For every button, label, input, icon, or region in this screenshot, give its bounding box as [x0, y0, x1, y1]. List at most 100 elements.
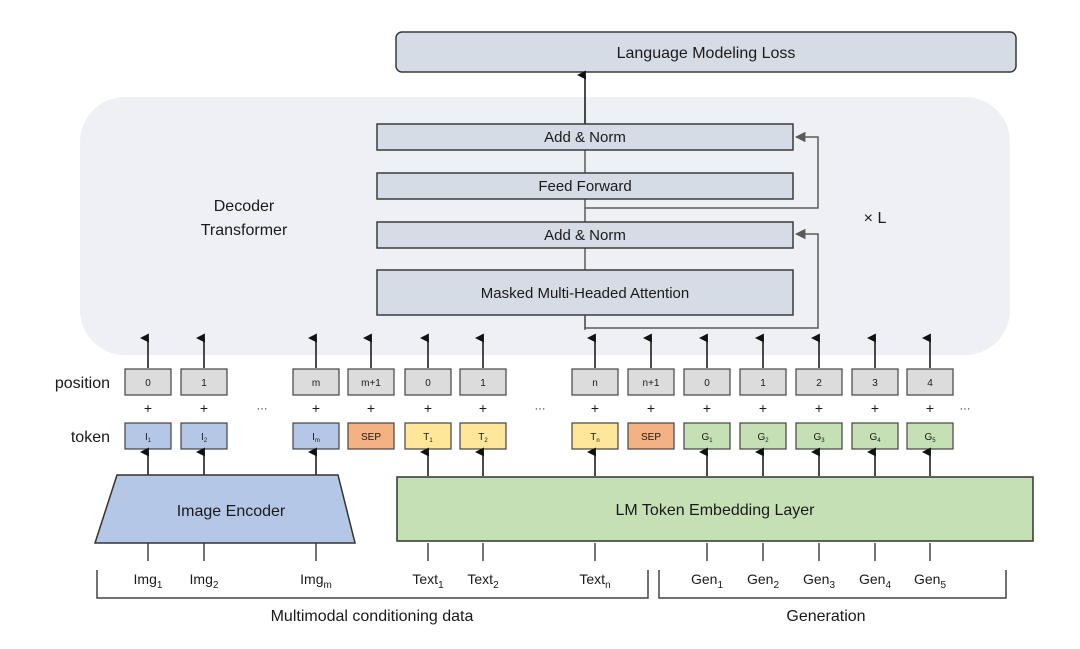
token-subscript: 5 [932, 438, 936, 444]
decoder-title-line2: Transformer [201, 222, 288, 239]
position-box [795, 368, 843, 396]
input-label: Img1 [134, 571, 163, 591]
token-label: Im [312, 432, 320, 444]
token-label: SEP [641, 432, 661, 443]
token-label: Tn [590, 432, 599, 444]
plus-sign: + [815, 400, 823, 416]
position-box [906, 368, 954, 396]
position-box [124, 368, 172, 396]
input-subscript: 2 [213, 580, 219, 591]
token-label: G1 [701, 432, 713, 444]
embedding-layer-label: LM Token Embedding Layer [616, 502, 816, 519]
conditioning-bracket [96, 570, 649, 599]
plus-sign: + [926, 400, 934, 416]
input-subscript: 2 [493, 580, 499, 591]
block-label: Masked Multi-Headed Attention [481, 285, 689, 302]
token-box-gen [683, 422, 731, 450]
token-box-gen [906, 422, 954, 450]
input-subscript: n [605, 580, 611, 591]
plus-sign: + [424, 400, 432, 416]
block-add-norm-2: Add & Norm [376, 123, 794, 151]
token-box-image [292, 422, 340, 450]
ellipsis-image: ··· [257, 403, 268, 415]
token-box-image [124, 422, 172, 450]
position-value: n [592, 378, 598, 389]
position-value: 2 [816, 378, 822, 389]
block-feed-forward: Feed Forward [376, 172, 794, 200]
position-box [627, 368, 675, 396]
block-label: Feed Forward [538, 178, 631, 195]
position-value: 3 [872, 378, 878, 389]
input-label: Gen2 [747, 571, 779, 591]
position-box [851, 368, 899, 396]
position-value: 0 [425, 378, 431, 389]
loss-label: Language Modeling Loss [617, 45, 796, 62]
token-box-text [459, 422, 507, 450]
input-subscript: 1 [438, 580, 444, 591]
input-label: Gen4 [859, 571, 891, 591]
plus-sign: + [759, 400, 767, 416]
position-value: 4 [927, 378, 933, 389]
lm-token-embedding-layer: LM Token Embedding Layer [396, 476, 1034, 542]
position-box [459, 368, 507, 396]
token-column: m+1+SEP [347, 333, 395, 450]
token-subscript: 1 [709, 438, 713, 444]
conditioning-label: Multimodal conditioning data [271, 608, 474, 625]
ellipsis-text: ··· [535, 403, 546, 415]
token-subscript: 1 [148, 438, 152, 444]
block-label: Add & Norm [544, 227, 626, 244]
position-value: m [312, 378, 320, 389]
block-add-norm-1: Add & Norm [376, 221, 794, 249]
token-subscript: 1 [429, 438, 433, 444]
plus-sign: + [200, 400, 208, 416]
input-subscript: 1 [157, 580, 163, 591]
image-encoder: Image Encoder [93, 474, 356, 544]
token-box-sep [627, 422, 675, 450]
input-label: Textn [579, 571, 610, 591]
token-subscript: 2 [765, 438, 769, 444]
position-value: 0 [145, 378, 151, 389]
generation-label: Generation [786, 608, 865, 625]
position-box [292, 368, 340, 396]
position-value: 1 [760, 378, 766, 389]
token-columns: 0+I1Img11+I2Img2m+ImImgmm+1+SEP0+T1Text1… [124, 333, 954, 591]
token-label: I1 [145, 432, 152, 444]
plus-sign: + [591, 400, 599, 416]
block-masked-attention: Masked Multi-Headed Attention [376, 269, 794, 316]
plus-sign: + [647, 400, 655, 416]
position-value: 0 [704, 378, 710, 389]
token-label: SEP [361, 432, 381, 443]
repeat-label: × L [864, 210, 887, 227]
position-box [739, 368, 787, 396]
token-box-sep [347, 422, 395, 450]
position-value: n+1 [643, 378, 660, 389]
input-label: Imgm [300, 571, 332, 591]
input-subscript: 5 [940, 580, 946, 591]
input-subscript: 2 [773, 580, 779, 591]
block-label: Add & Norm [544, 129, 626, 146]
token-box-gen [851, 422, 899, 450]
plus-sign: + [703, 400, 711, 416]
input-label: Img2 [190, 571, 219, 591]
input-subscript: 3 [829, 580, 835, 591]
input-label: Gen5 [914, 571, 946, 591]
token-subscript: 3 [821, 438, 825, 444]
position-value: 1 [480, 378, 486, 389]
input-label: Text1 [412, 571, 444, 591]
token-subscript: 4 [877, 438, 881, 444]
token-subscript: n [596, 438, 599, 444]
position-value: 1 [201, 378, 207, 389]
position-box [180, 368, 228, 396]
position-box [571, 368, 619, 396]
token-label: G5 [924, 432, 936, 444]
input-label: Text2 [467, 571, 499, 591]
token-box-gen [739, 422, 787, 450]
